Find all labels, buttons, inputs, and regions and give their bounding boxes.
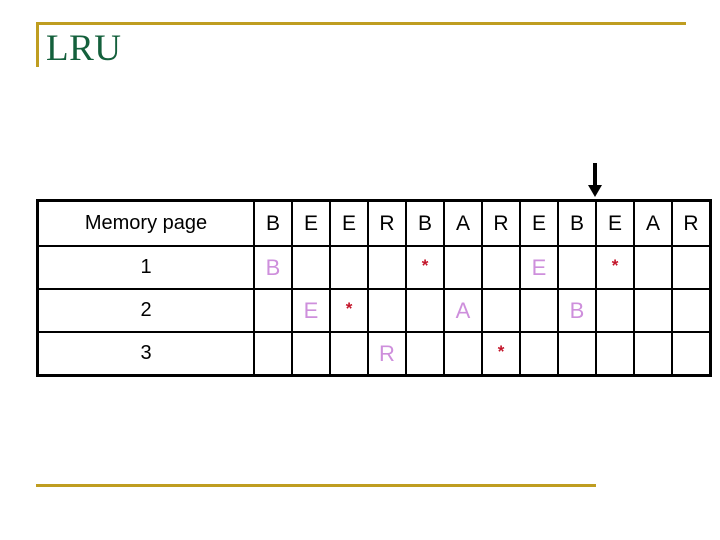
hit-star-icon: * <box>421 255 429 275</box>
empty-cell <box>253 331 293 377</box>
frame-content-cell: A <box>443 288 483 333</box>
empty-cell <box>253 288 293 333</box>
empty-cell <box>671 288 712 333</box>
empty-cell <box>519 331 559 377</box>
reference-string-cell-2: E <box>329 199 369 247</box>
page-title: LRU <box>46 28 122 69</box>
empty-cell <box>671 331 712 377</box>
reference-string-cell-6: R <box>481 199 521 247</box>
empty-cell <box>633 245 673 290</box>
empty-cell <box>291 331 331 377</box>
empty-cell <box>557 331 597 377</box>
frame-content-cell: B <box>253 245 293 290</box>
frame-content-cell: E <box>519 245 559 290</box>
empty-cell <box>633 331 673 377</box>
empty-cell <box>405 288 445 333</box>
frame-letter: B <box>569 297 585 323</box>
empty-cell <box>405 331 445 377</box>
table-row: 3 R * <box>36 331 712 377</box>
frame-letter: A <box>455 297 471 323</box>
empty-cell <box>329 331 369 377</box>
frame-label-1: 1 <box>36 245 255 290</box>
reference-string-cell-10: A <box>633 199 673 247</box>
empty-cell <box>443 331 483 377</box>
reference-string-cell-1: E <box>291 199 331 247</box>
empty-cell <box>367 288 407 333</box>
frame-content-cell: R <box>367 331 407 377</box>
reference-string-cell-8: B <box>557 199 597 247</box>
reference-string-cell-0: B <box>253 199 293 247</box>
empty-cell <box>595 331 635 377</box>
empty-cell <box>557 245 597 290</box>
empty-cell <box>481 245 521 290</box>
memory-page-header-label: Memory page <box>36 199 255 247</box>
down-arrow-icon <box>588 163 602 197</box>
reference-string-cell-9: E <box>595 199 635 247</box>
arrow-head <box>588 185 602 197</box>
page-hit-cell: * <box>329 288 369 333</box>
empty-cell <box>633 288 673 333</box>
page-hit-cell: * <box>595 245 635 290</box>
reference-string-cell-3: R <box>367 199 407 247</box>
page-hit-cell: * <box>481 331 521 377</box>
frame-content-cell: B <box>557 288 597 333</box>
title-top-rule <box>36 22 686 25</box>
frame-label-2: 2 <box>36 288 255 333</box>
hit-star-icon: * <box>345 298 353 318</box>
reference-string-cell-5: A <box>443 199 483 247</box>
frame-content-cell: E <box>291 288 331 333</box>
hit-star-icon: * <box>497 341 505 361</box>
frame-label-3: 3 <box>36 331 255 377</box>
arrow-shaft <box>593 163 597 187</box>
frame-letter: R <box>379 340 395 366</box>
empty-cell <box>291 245 331 290</box>
title-left-rule <box>36 22 39 67</box>
empty-cell <box>519 288 559 333</box>
reference-string-cell-4: B <box>405 199 445 247</box>
empty-cell <box>367 245 407 290</box>
page-hit-cell: * <box>405 245 445 290</box>
empty-cell <box>329 245 369 290</box>
frame-letter: E <box>303 297 319 323</box>
empty-cell <box>671 245 712 290</box>
table-row: 2 E * A B <box>36 288 712 333</box>
frame-letter: B <box>265 254 281 280</box>
footer-rule <box>36 484 596 487</box>
empty-cell <box>443 245 483 290</box>
hit-star-icon: * <box>611 255 619 275</box>
reference-string-cell-7: E <box>519 199 559 247</box>
empty-cell <box>481 288 521 333</box>
frame-letter: E <box>531 254 547 280</box>
empty-cell <box>595 288 635 333</box>
reference-string-cell-11: R <box>671 199 712 247</box>
